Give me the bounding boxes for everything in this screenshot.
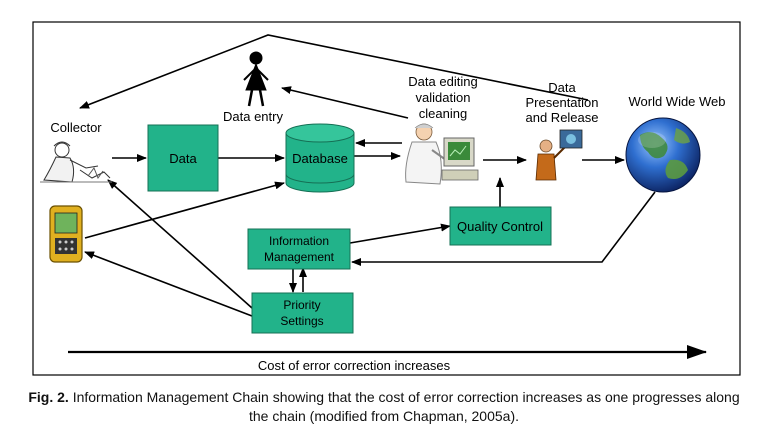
node-labels: Collector Data entry Data editing valida… [50,74,725,373]
priority-settings-label-line2: Settings [280,314,323,328]
arrow-web-to-info-mgmt [351,191,656,266]
information-management-label-line1: Information [269,234,329,248]
figure-caption-text: Information Management Chain showing tha… [72,389,740,424]
arrow-priority-to-device [84,251,253,317]
world-globe-icon [625,117,701,193]
arrow-info-mgmt-to-qc [349,223,451,244]
figure-caption: Fig. 2. Information Management Chain sho… [20,388,748,426]
www-label: World Wide Web [628,94,725,109]
presentation-label-line3: and Release [526,110,599,125]
data-box: Data [147,124,219,192]
priority-settings-label-line1: Priority [283,298,320,312]
arrow-device-to-database [84,181,285,239]
presenter-illustration-icon [535,129,583,181]
data-editing-scientist-icon [405,123,479,185]
figure-caption-label: Fig. 2. [28,389,69,405]
data-entry-person-icon [243,51,269,107]
priority-settings-box: Priority Settings [251,292,354,334]
cost-axis-label: Cost of error correction increases [258,358,451,373]
data-box-label: Data [169,151,197,166]
data-entry-label: Data entry [223,109,283,124]
information-management-box: Information Management [247,228,351,270]
editing-label-line1: Data editing [408,74,477,89]
connectors [68,34,707,359]
editing-label-line3: cleaning [419,106,467,121]
database-cylinder: Database [285,123,355,193]
arrow-editing-to-data-entry [281,86,409,119]
quality-control-label: Quality Control [457,219,543,234]
database-label: Database [292,151,348,166]
quality-control-box: Quality Control [449,206,552,246]
diagram-frame [32,21,741,376]
handheld-device-icon [49,205,83,263]
collector-illustration-icon [40,141,112,183]
editing-label-line2: validation [416,90,471,105]
arrow-priority-to-collector [107,179,253,309]
feedback-arrow-web-to-collector [79,34,589,109]
information-management-label-line2: Management [264,250,335,264]
collector-label: Collector [50,120,102,135]
presentation-label-line1: Data [548,80,576,95]
presentation-label-line2: Presentation [526,95,599,110]
